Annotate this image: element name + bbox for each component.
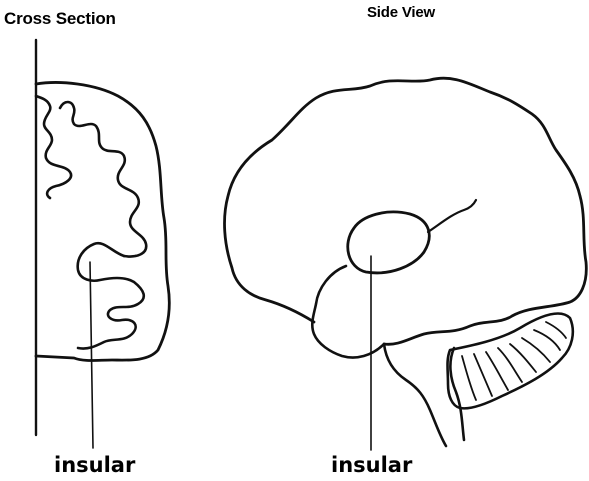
side-view-title: Side View [367, 4, 435, 21]
cross-section-inner-gyri [36, 96, 146, 257]
side-view-cerebrum-outline [225, 78, 587, 344]
side-view-panel [225, 78, 587, 450]
side-view-insular-label: insular [331, 453, 412, 477]
side-view-brainstem [384, 344, 464, 446]
cross-section-insular-label: insular [54, 453, 135, 477]
cross-section-insula-fold [78, 243, 144, 348]
cross-section-panel [36, 40, 169, 448]
side-view-cerebellum-folia [462, 322, 566, 400]
cross-section-callout-line [90, 262, 93, 448]
cross-section-outer-cortex [36, 83, 169, 361]
side-view-insula [348, 212, 430, 273]
side-view-central-sulcus [428, 200, 476, 232]
side-view-temporal-lobe [312, 266, 384, 358]
cross-section-title: Cross Section [4, 9, 116, 29]
